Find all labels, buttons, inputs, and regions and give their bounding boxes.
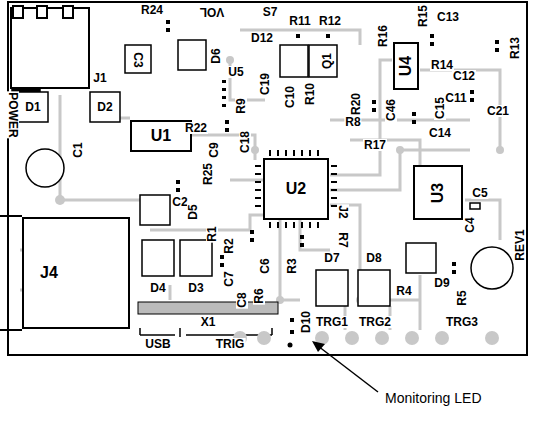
silkscreen-label: R4 xyxy=(395,285,412,297)
ic-outline: U2 xyxy=(263,158,329,220)
silkscreen-label: C46 xyxy=(385,98,397,122)
silkscreen-label: VOL xyxy=(199,6,226,18)
silkscreen-label: R25 xyxy=(202,162,214,186)
silkscreen-label: C9 xyxy=(208,141,220,158)
silkscreen-label: R17 xyxy=(363,139,387,151)
silkscreen-label: D8 xyxy=(365,252,382,264)
silkscreen-label: R13 xyxy=(509,36,521,60)
ic-outline: U1 xyxy=(130,120,192,152)
silkscreen-label: C10 xyxy=(284,85,296,109)
silkscreen-label: USB xyxy=(144,338,171,350)
part-designator: J4 xyxy=(40,264,58,282)
silkscreen-label: C13 xyxy=(436,11,460,23)
silkscreen-label: R5 xyxy=(456,289,468,306)
silkscreen-label: U5 xyxy=(227,66,244,78)
silkscreen-label: R3 xyxy=(286,257,298,274)
silkscreen-label: D6 xyxy=(210,47,222,64)
silkscreen-label: C1 xyxy=(72,141,84,158)
part-designator: U4 xyxy=(397,56,415,76)
silkscreen-label: J1 xyxy=(92,72,107,84)
silkscreen-label: R12 xyxy=(318,15,342,27)
silkscreen-label: REV1 xyxy=(514,228,526,261)
silkscreen-label: R7 xyxy=(337,231,349,248)
ic-pins xyxy=(255,150,337,228)
header-x1 xyxy=(138,302,278,337)
connector-outline xyxy=(0,216,22,330)
silkscreen-label: D7 xyxy=(323,252,340,264)
silkscreen-label: R1 xyxy=(206,225,218,242)
part-designator: U1 xyxy=(151,127,171,145)
silkscreen-label: D4 xyxy=(149,282,166,294)
silkscreen-label: R10 xyxy=(304,82,316,106)
silkscreen-label: D1 xyxy=(24,101,41,113)
silkscreen-label: R6 xyxy=(253,287,265,304)
silkscreen-label: R24 xyxy=(140,4,164,16)
silkscreen-label: C11 xyxy=(444,92,467,104)
smd-pads xyxy=(166,20,499,348)
silkscreen-label: R15 xyxy=(417,4,429,28)
silkscreen-label: POWER xyxy=(7,91,19,138)
silkscreen-label: C12 xyxy=(452,70,476,82)
part-designator: U2 xyxy=(286,180,306,198)
silkscreen-label: R20 xyxy=(350,92,362,116)
silkscreen-label: R14 xyxy=(430,59,454,71)
part-designator: U3 xyxy=(429,182,447,202)
callout-note: Monitoring LED xyxy=(385,390,485,407)
silkscreen-label: C19 xyxy=(259,72,271,96)
ic-outline: U4 xyxy=(393,42,419,90)
silkscreen-label: C14 xyxy=(428,127,452,139)
silkscreen-label: D3 xyxy=(187,282,204,294)
leader-arrow xyxy=(312,341,378,392)
silkscreen-label: C7 xyxy=(223,270,235,287)
ic-outline: U3 xyxy=(413,165,463,220)
connector-outline: J4 xyxy=(22,217,130,329)
silkscreen-label: TRG2 xyxy=(358,316,392,328)
board-outline xyxy=(8,2,527,355)
silkscreen-label: C4 xyxy=(464,216,476,233)
silkscreen-label: TRG3 xyxy=(445,316,479,328)
silkscreen-label: C21 xyxy=(486,105,510,117)
silkscreen-label: C3 xyxy=(132,51,144,68)
silkscreen-label: C6 xyxy=(259,257,271,274)
silkscreen-label: TRG1 xyxy=(315,316,349,328)
silkscreen-label: D12 xyxy=(250,32,274,44)
silkscreen-label: D2 xyxy=(96,101,113,113)
silkscreen-label: R11 xyxy=(288,15,311,27)
silkscreen-label: R8 xyxy=(344,116,361,128)
silkscreen-label: R2 xyxy=(223,237,235,254)
silkscreen-label: TRIG xyxy=(215,338,246,350)
silkscreen-label: R16 xyxy=(377,24,389,48)
test-points xyxy=(233,331,499,345)
silkscreen-label: R9 xyxy=(235,97,247,114)
copper-traces xyxy=(20,30,500,330)
silkscreen-label: D10 xyxy=(300,310,312,334)
silkscreen-label: C18 xyxy=(239,130,251,154)
silkscreen-label: S7 xyxy=(262,6,279,18)
power-jack xyxy=(11,6,89,88)
silkscreen-label: J2 xyxy=(337,204,349,219)
silkscreen-label: D9 xyxy=(433,277,450,289)
silkscreen-label: R22 xyxy=(184,122,208,134)
silkscreen-label: C8 xyxy=(236,291,248,308)
silkscreen-label: C5 xyxy=(471,187,488,199)
silkscreen-label: D5 xyxy=(187,203,199,220)
silkscreen-label: X1 xyxy=(200,316,217,328)
silkscreen-label: Q1 xyxy=(321,52,333,70)
